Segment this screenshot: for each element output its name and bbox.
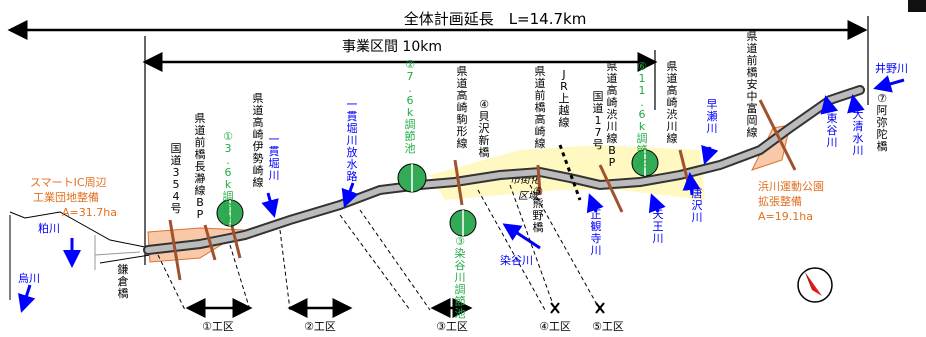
river-label-hayase: 早瀬川 (707, 98, 718, 135)
section-label-1: ①工区 (202, 320, 234, 333)
river-label-oshimizu: 大清水川 (853, 107, 864, 157)
road-label-takasaki-isesaki: 県道高崎伊勢崎線 (253, 92, 264, 189)
project-section-label: 事業区間 10km (342, 39, 442, 55)
river-label-ikkanbori-hosui: 一貫堀川放水路 (347, 98, 358, 183)
river-label-toya: 東谷川 (827, 112, 838, 149)
road-label-maebashi-annaka: 県道前橋安中富岡線 (747, 30, 758, 139)
section-label-3: ③工区 (436, 320, 468, 333)
section-label-4: ④工区 (539, 320, 571, 333)
river-label-ikkanbori: 一貫堀川 (269, 133, 280, 182)
river-downstream-edge (9, 211, 151, 249)
river-label-karasawa: 唐沢川 (692, 186, 703, 224)
bridge-label-kamakura: 鎌倉橋 (118, 262, 129, 300)
compass-icon (797, 267, 833, 303)
total-length-label: 全体計画延長 L=14.7km (404, 10, 587, 28)
river-label-tenno: 天王川 (653, 208, 664, 245)
corner-mark (908, 0, 926, 12)
river-label-shokanji: 正観寺川 (591, 208, 602, 257)
jr-line (558, 144, 582, 201)
main-river (145, 87, 863, 253)
river-label-someya: 染谷川 (500, 253, 533, 267)
river-label-kasu: 粕川 (38, 221, 60, 235)
smart-ic-label-line1: スマートIC周辺 (30, 176, 107, 189)
smart-ic-label-line2: 工業団地整備 (33, 190, 99, 204)
hamagawa-label-line2: 拡張整備 (758, 194, 802, 208)
tributary-arrows (17, 75, 905, 313)
smart-ic-area-label: A=31.7ha (62, 206, 117, 219)
hamagawa-area-label: A=19.1ha (758, 210, 813, 223)
hamagawa-label-line1: 浜川運動公園 (758, 179, 824, 193)
section-label-2: ②工区 (304, 320, 336, 333)
road-label-takasaki-komagata: 県道高崎駒形線 (457, 65, 468, 150)
road-label-maebashi-takasaki: 県道前橋高崎線 (535, 65, 546, 150)
river-label-ino: 井野川 (875, 61, 908, 75)
river-label-karasu: 烏川 (18, 271, 40, 285)
ponds (216, 149, 659, 237)
section-label-5: ⑤工区 (592, 320, 624, 333)
road-label-takasaki-shibukawa: 県道高崎渋川線 (667, 60, 678, 145)
section-x-marks (550, 302, 605, 314)
